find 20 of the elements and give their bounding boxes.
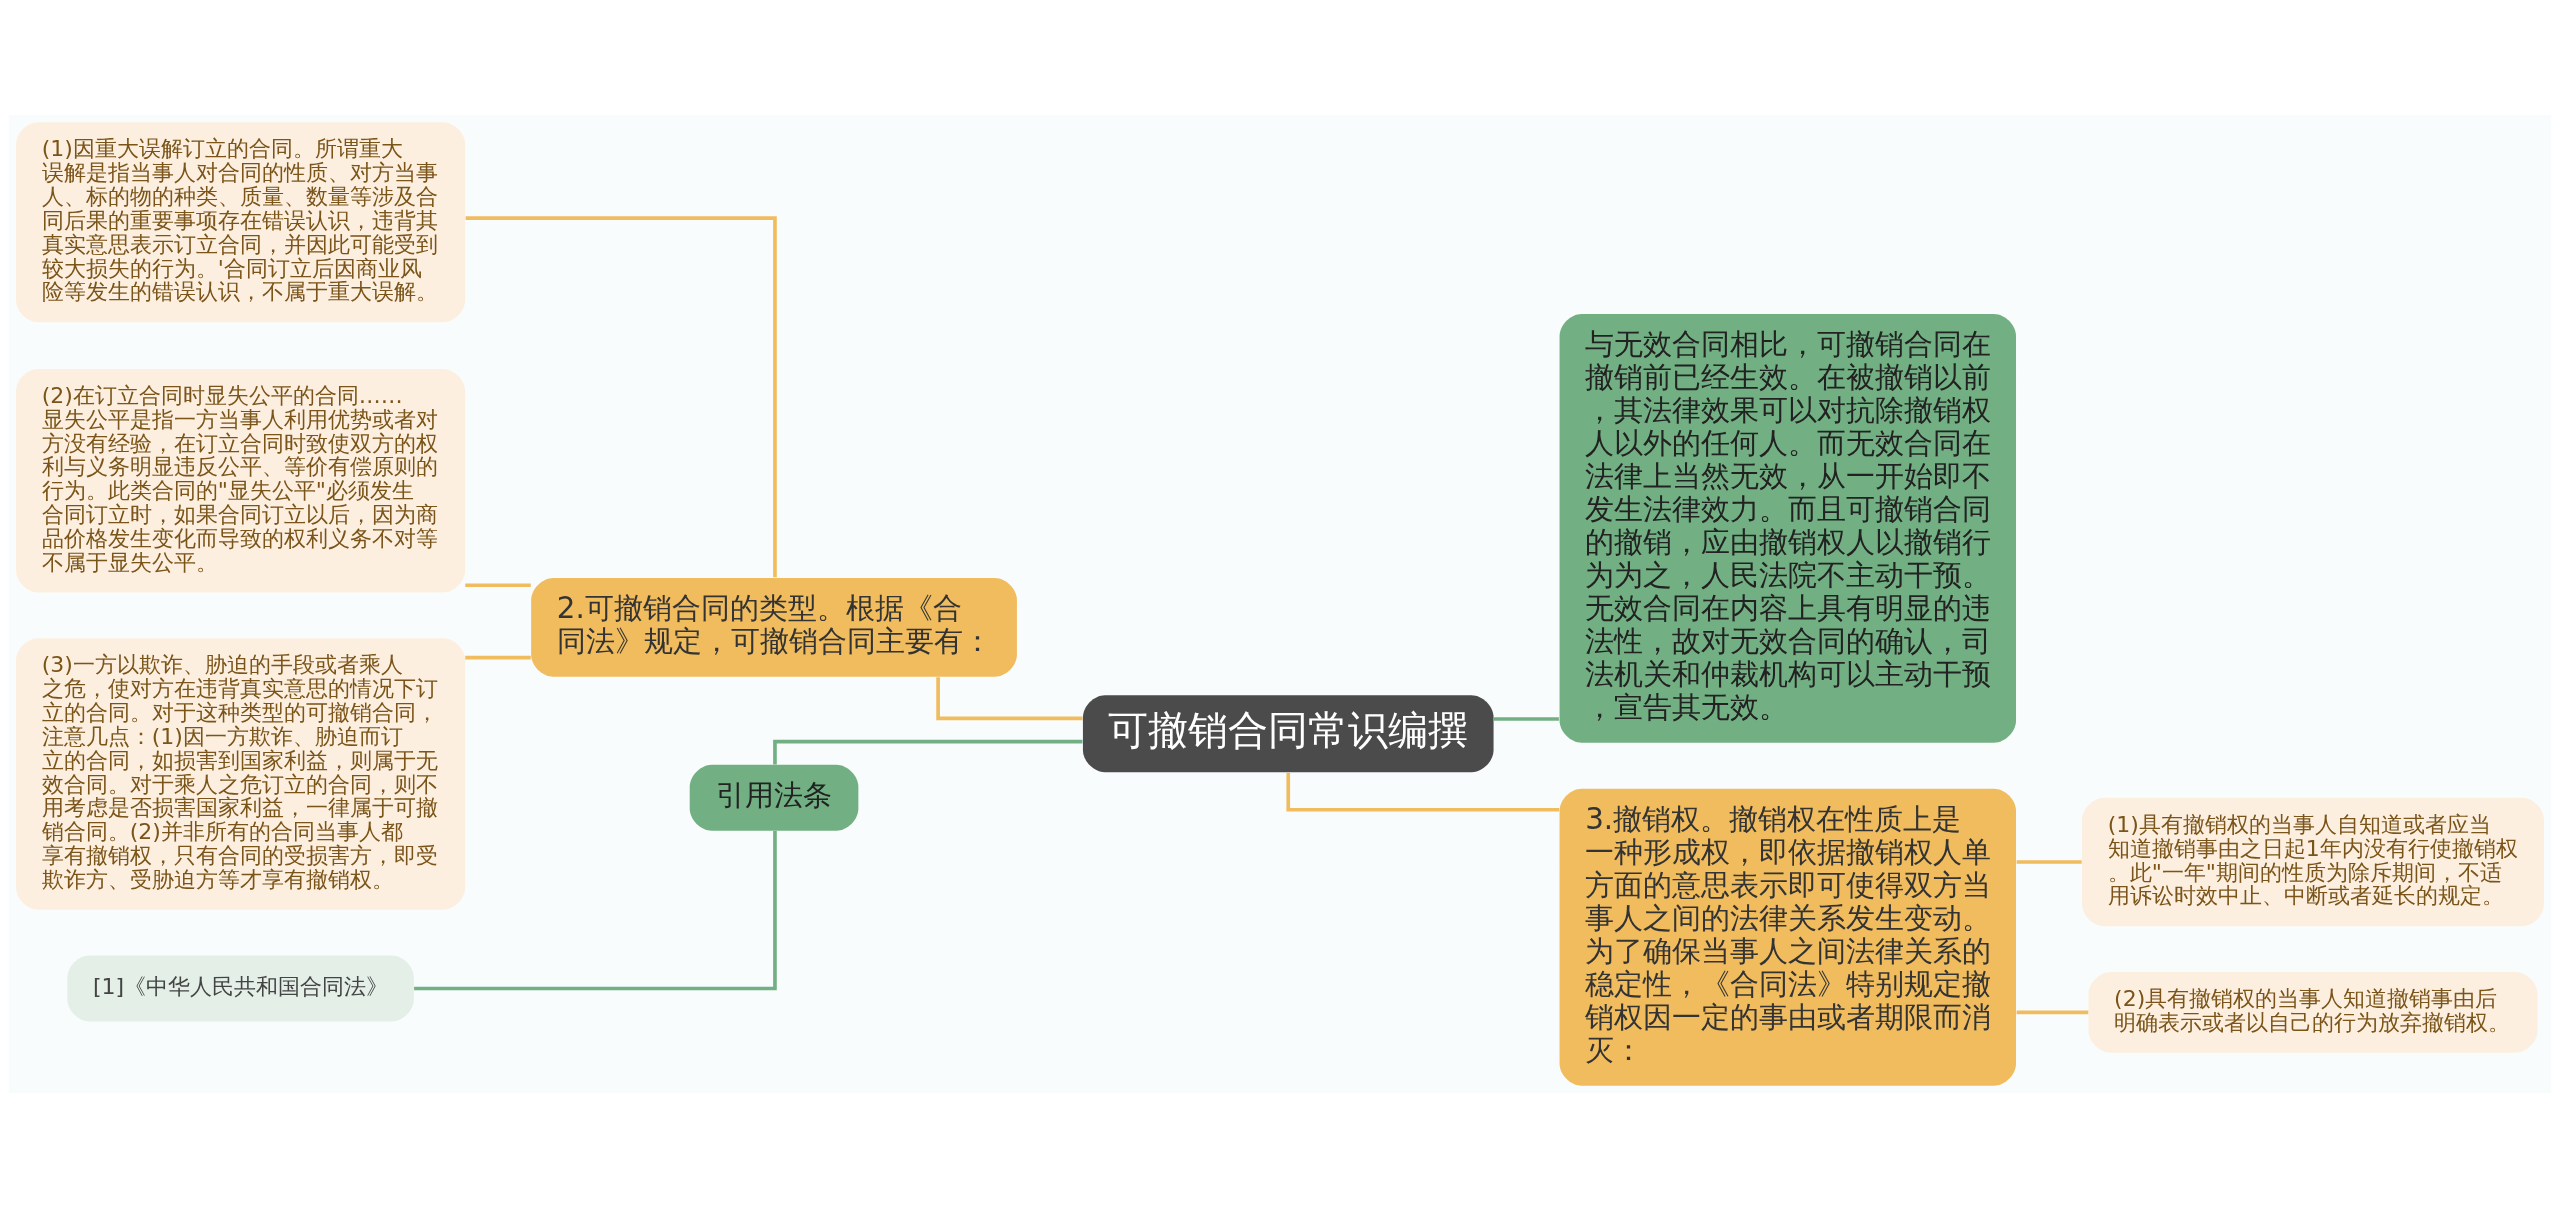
node-box: 可撤销合同常识编撰 [1082,694,1494,772]
node-box: [1]《中华人民共和国合同法》 [67,955,414,1021]
node-box: (1)因重大误解订立的合同。所谓重大误解是指当事人对合同的性质、对方当事人、标的物的种类、质量、数量等涉及合同后果的重要事项存在错误认识，违背其真实意思表示订立合同，并因此可能受到较大损失的行为。'合同订立后因商业风险等发生的错误认识，不属于重大误解。 [16,121,466,322]
node-box: (2)具有撤销权的当事人知道撤销事由后明确表示或者以自己的行为放弃撤销权。 [2088,971,2538,1053]
connector [936,676,1083,720]
node-box: 与无效合同相比，可撤销合同在撤销前已经生效。在被撤销以前，其法律效果可以对抗除撤销权人以外的任何人。而无效合同在法律上当然无效，从一开始即不发生法律效力。而且可撤销合同的撤销，应由撤销权人以撤销行为为之，人民法院不主动干预。无效合同在内容上具有明显的违法性，故对无效合同的确认，司法机关和仲裁机构可以主动干预，宣告其无效。 [1559,313,2016,743]
node-box: (1)具有撤销权的当事人自知道或者应当知道撤销事由之日起1年内没有行使撤销权。此"一年"期间的性质为除斥期间，不适用诉讼时效中止、中断或者延长的规定。 [2082,797,2544,926]
connector [2016,859,2082,864]
node-box: 3.撤销权。撤销权在性质上是一种形成权，即依据撤销权人单方面的意思表示即可使得双方当事人之间的法律关系发生变动。为了确保当事人之间法律关系的稳定性，《合同法》特别规定撤销权因一定的事由或者期限而消灭： [1559,788,2016,1086]
connector [465,582,531,587]
connector [1493,716,1559,721]
connector [2016,1010,2089,1014]
node-box: (3)一方以欺诈、胁迫的手段或者乘人之危，使对方在违背真实意思的情况下订立的合同。对于这种类型的可撤销合同，注意几点：(1)因一方欺诈、胁迫而订立的合同，如损害到国家利益，则属于无效合同。对于乘人之危订立的合同，则不用考虑是否损害国家利益，一律属于可撤销合同。(2)并非所有的合同当事人都享有撤销权，只有合同的受损害方，即受欺诈方、受胁迫方等才享有撤销权。 [16,637,466,910]
connector [414,830,777,990]
connector [773,739,1083,764]
connector [465,655,531,659]
node-box: 2.可撤销合同的类型。根据《合同法》规定，可撤销合同主要有： [531,577,1017,677]
node-box: 引用法条 [689,764,859,831]
connector [465,215,777,577]
node-box: (2)在订立合同时显失公平的合同……显失公平是指一方当事人利用优势或者对方没有经验，在订立合同时致使双方的权利与义务明显违反公平、等价有偿原则的行为。此类合同的"显失公平"必须发生合同订立时，如果合同订立以后，因为商品价格发生变化而导致的权利义务不对等不属于显失公平。 [16,368,466,593]
